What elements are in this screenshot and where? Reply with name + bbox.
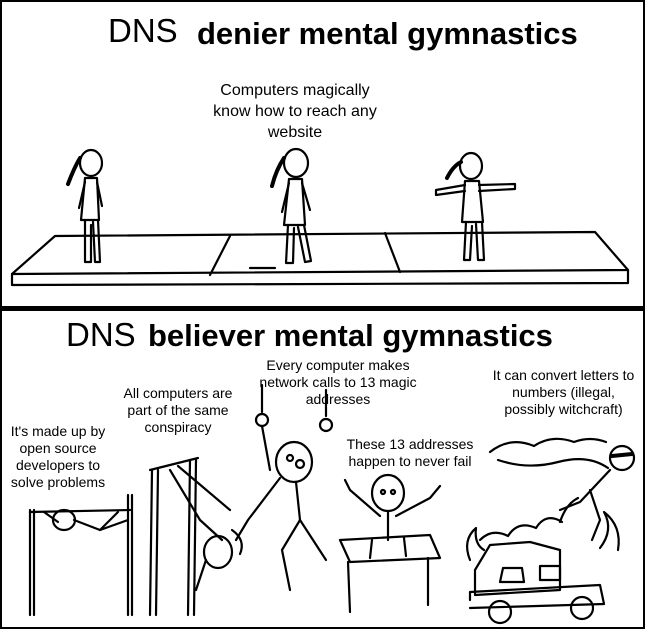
- gymnast-standing-middle: [270, 147, 313, 265]
- panel-divider: [0, 306, 645, 311]
- gymnast-vault: [338, 473, 442, 614]
- gymnast-arms-out-right: [434, 151, 517, 262]
- burning-car: [465, 437, 636, 625]
- top-title-dns: DNS: [108, 12, 178, 49]
- top-title-rest: denier mental gymnastics: [197, 16, 578, 51]
- gymnast-rings: [234, 383, 334, 592]
- caption-pole: All computers are part of the same consp…: [123, 385, 233, 435]
- caption-vault: These 13 addresses happen to never fail: [346, 436, 474, 469]
- caption-bar: It's made up by open source developers t…: [10, 423, 106, 490]
- bottom-title-rest: believer mental gymnastics: [148, 318, 553, 353]
- caption-car: It can convert letters to numbers (illeg…: [492, 367, 635, 417]
- caption-rings: Every computer makes network calls to 13…: [259, 357, 417, 407]
- gymnast-pole: [148, 456, 243, 617]
- gym-mat: [10, 230, 630, 287]
- gymnast-high-bar: [28, 493, 134, 617]
- top-caption: Computers magically know how to reach an…: [213, 82, 377, 141]
- bottom-title-dns: DNS: [66, 316, 136, 353]
- gymnast-standing-left: [66, 148, 104, 264]
